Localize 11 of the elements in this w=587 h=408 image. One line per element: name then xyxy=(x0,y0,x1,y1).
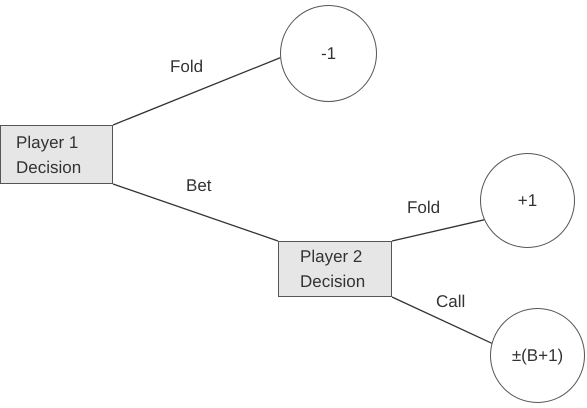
decision-box xyxy=(0,125,113,184)
node-text: ±(B+1) xyxy=(512,344,564,367)
connector-line xyxy=(392,219,484,242)
connector-line xyxy=(392,296,492,344)
node-text: +1 xyxy=(518,190,538,212)
decision-box xyxy=(278,241,392,297)
node-text: Player 2 Decision xyxy=(300,246,366,293)
connector-line xyxy=(112,57,280,126)
connector-line xyxy=(112,183,278,242)
node-text: -1 xyxy=(320,42,336,65)
node-text: Player 1 Decision xyxy=(16,132,82,178)
